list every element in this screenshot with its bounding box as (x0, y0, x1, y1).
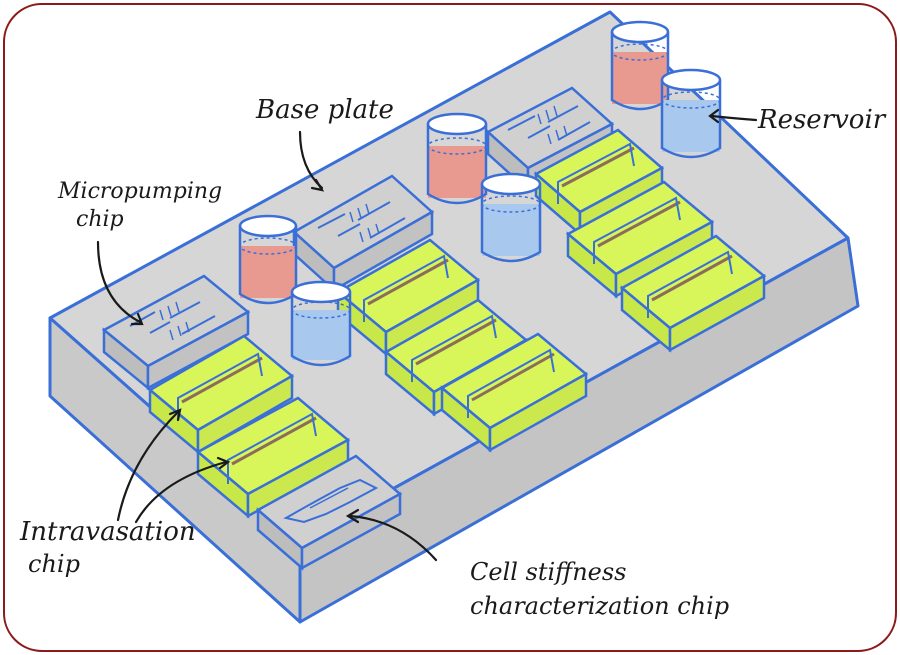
label-micropumping-line2: chip (76, 207, 124, 232)
label-micropumping-line1: Micropumping (57, 179, 222, 204)
label-intravasation-line2: chip (28, 550, 80, 578)
intravasation-chip-8 (619, 234, 767, 353)
reservoir-red-2 (426, 112, 488, 205)
arrow-intravasation-2 (134, 460, 228, 524)
arrowhead-reservoir (708, 108, 720, 124)
arrow-intravasation-1 (116, 410, 180, 522)
label-intravasation-line1: Intravasation (19, 517, 196, 547)
label-cell-stiffness-line2: characterization chip (470, 592, 729, 620)
label-base-plate: Base plate (255, 95, 394, 125)
reservoir-red-3 (610, 20, 670, 111)
arrowhead-intravasation-2 (216, 456, 231, 470)
micropumping-chip-1 (101, 274, 251, 391)
label-cell-stiffness-line1: Cell stiffness (470, 558, 626, 586)
reservoir-red-1 (238, 214, 298, 305)
arrow-micropumping (96, 240, 142, 324)
reservoir-blue-2 (480, 172, 542, 263)
arrowhead-base-plate (310, 178, 325, 192)
arrow-reservoir (710, 114, 758, 122)
label-reservoir: Reservoir (757, 105, 887, 135)
arrowhead-intravasation-1 (168, 408, 182, 422)
cell-stiffness-chip (255, 454, 403, 571)
arrowhead-cell-stiffness (345, 508, 360, 524)
reservoir-blue-1 (290, 280, 352, 367)
reservoir-blue-3 (660, 68, 722, 159)
arrow-cell-stiffness (348, 514, 438, 562)
annotation-arrows (96, 108, 758, 562)
intravasation-chip-5 (439, 332, 589, 453)
arrowhead-micropumping (130, 312, 144, 326)
intravasation-chip-1 (147, 334, 295, 455)
